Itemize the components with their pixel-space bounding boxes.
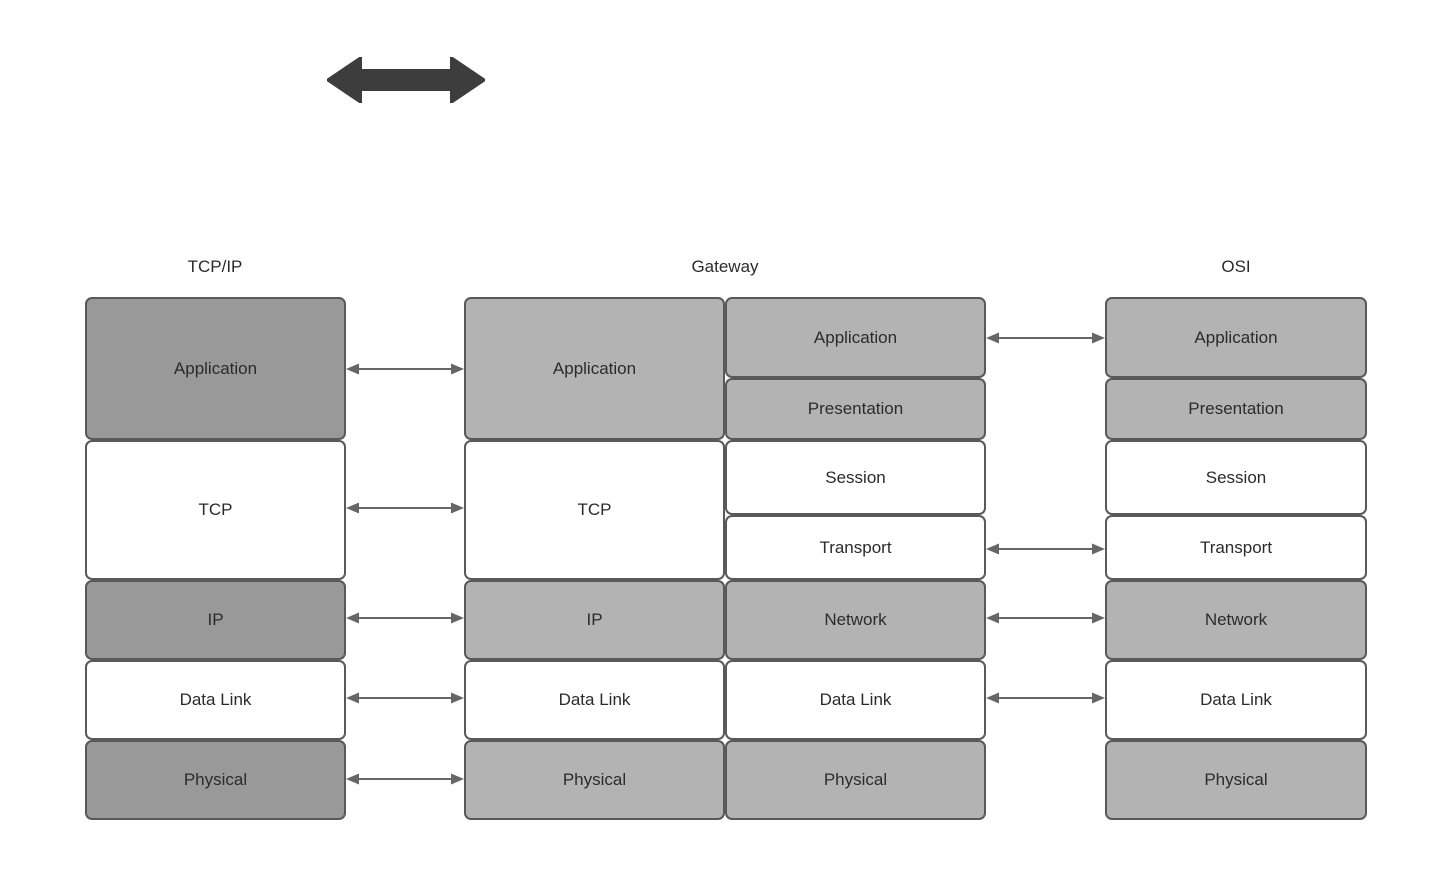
layer-box-osi-application: Application — [1105, 297, 1367, 378]
connector-tcp — [346, 499, 464, 517]
layer-box-gateway-left-application: Application — [464, 297, 725, 440]
connector-data-link — [346, 689, 464, 707]
connector-physical — [346, 770, 464, 788]
connector-application — [986, 329, 1105, 347]
layer-box-gateway-left-physical: Physical — [464, 740, 725, 820]
bidirectional-communication-arrow — [327, 57, 485, 103]
layer-label: Network — [1204, 610, 1268, 629]
layer-label: Transport — [1199, 537, 1273, 557]
layer-label: Data Link — [179, 690, 252, 709]
column-title-gateway: Gateway — [691, 257, 759, 276]
connector-data-link — [986, 689, 1105, 707]
layer-box-gateway-left-data-link: Data Link — [464, 660, 725, 740]
layer-box-gateway-left-ip: IP — [464, 580, 725, 660]
layer-box-gateway-right-transport: Transport — [725, 515, 986, 580]
column-title-osi: OSI — [1221, 257, 1251, 276]
layer-box-osi-presentation: Presentation — [1105, 378, 1367, 440]
layer-box-osi-session: Session — [1105, 440, 1367, 515]
layer-label: Presentation — [807, 399, 904, 418]
layer-label: Application — [173, 358, 258, 378]
connector-ip — [346, 609, 464, 627]
layer-label: Transport — [819, 537, 892, 557]
connector-transport — [986, 540, 1105, 558]
layer-label: Application — [1194, 327, 1278, 347]
layer-box-osi-network: Network — [1105, 580, 1367, 660]
layer-box-gateway-right-session: Session — [725, 440, 986, 515]
layer-label: TCP — [198, 500, 233, 519]
layer-label: Session — [1205, 467, 1267, 487]
layer-box-tcpip-physical: Physical — [85, 740, 346, 820]
layer-box-gateway-left-tcp: TCP — [464, 440, 725, 580]
layer-box-tcpip-application: Application — [85, 297, 346, 440]
layer-label: TCP — [577, 500, 612, 519]
layer-box-tcpip-ip: IP — [85, 580, 346, 660]
layer-box-osi-data-link: Data Link — [1105, 660, 1367, 740]
layer-box-osi-transport: Transport — [1105, 515, 1367, 580]
column-title-tcpip: TCP/IP — [187, 257, 243, 276]
layer-label: Network — [824, 610, 887, 629]
layer-box-gateway-right-application: Application — [725, 297, 986, 378]
layer-label: Physical — [183, 770, 248, 789]
layer-box-tcpip-data-link: Data Link — [85, 660, 346, 740]
layer-box-osi-physical: Physical — [1105, 740, 1367, 820]
layer-label: Application — [813, 327, 898, 347]
layer-box-gateway-right-network: Network — [725, 580, 986, 660]
layer-label: IP — [586, 610, 603, 629]
layer-box-gateway-right-data-link: Data Link — [725, 660, 986, 740]
layer-label: IP — [207, 610, 224, 629]
layer-label: Session — [825, 467, 886, 487]
layer-label: Application — [552, 358, 637, 378]
layer-label: Data Link — [1200, 690, 1272, 709]
layer-label: Data Link — [558, 690, 631, 709]
layer-box-gateway-right-physical: Physical — [725, 740, 986, 820]
layer-box-gateway-right-presentation: Presentation — [725, 378, 986, 440]
layer-box-tcpip-tcp: TCP — [85, 440, 346, 580]
layer-label: Presentation — [1188, 399, 1284, 418]
layer-label: Physical — [823, 770, 888, 789]
layer-label: Physical — [1204, 770, 1268, 789]
layer-label: Data Link — [819, 690, 892, 709]
connector-application — [346, 360, 464, 378]
connector-network — [986, 609, 1105, 627]
layer-label: Physical — [562, 770, 627, 789]
